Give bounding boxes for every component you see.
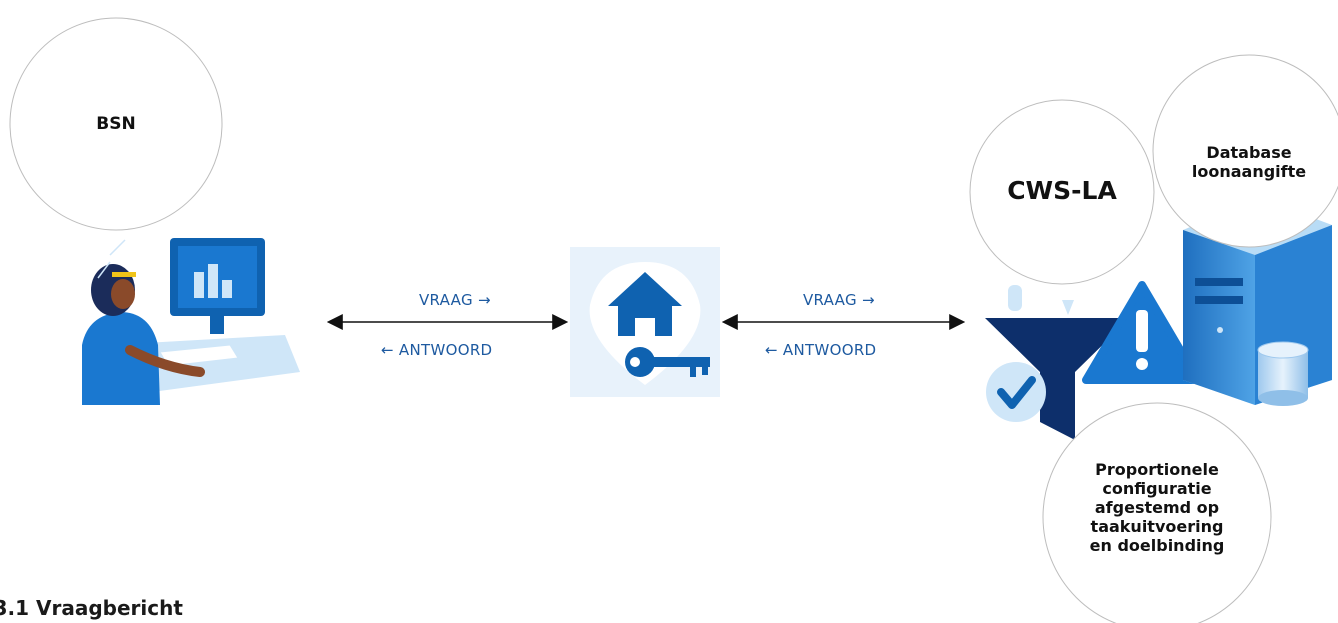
right-request-label: VRAAG → [803, 291, 875, 309]
cws-la-bubble [969, 99, 1155, 285]
proportionele-label: Proportionele configuratie afgestemd op … [1089, 460, 1225, 555]
database-cylinder-icon [1257, 341, 1309, 406]
person-at-computer-icon [82, 238, 300, 405]
left-request-label: VRAAG → [419, 291, 491, 309]
bsn-label: BSN [96, 114, 136, 134]
warning-icon [1082, 281, 1202, 384]
database-bubble [1152, 54, 1338, 248]
left-response-label: ← ANTWOORD [381, 341, 493, 359]
right-response-label: ← ANTWOORD [765, 341, 877, 359]
bsn-bubble [9, 17, 223, 231]
database-label: Database loonaangifte [1191, 143, 1307, 181]
funnel-filter-icon [985, 285, 1130, 440]
proportionele-bubble [1042, 402, 1272, 623]
checkmark-icon [986, 362, 1046, 422]
cws-la-label: CWS-LA [1007, 176, 1117, 205]
section-heading: .3.1 Vraagbericht [0, 596, 183, 620]
house-key-icon [570, 247, 720, 397]
